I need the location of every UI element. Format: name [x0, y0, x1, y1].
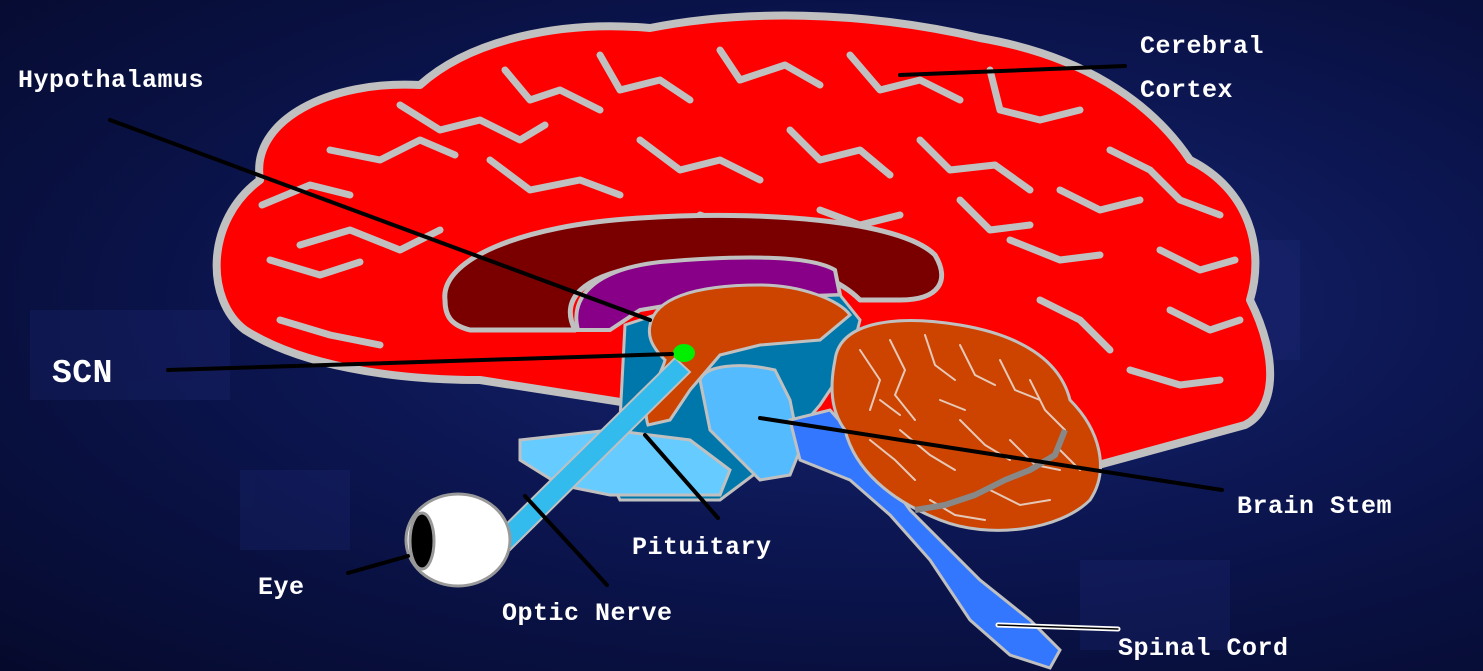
label-brain-stem: Brain Stem: [1237, 492, 1392, 522]
label-scn: SCN: [52, 356, 113, 392]
label-eye: Eye: [258, 573, 305, 603]
label-cerebral-cortex-1: Cerebral: [1140, 32, 1264, 62]
eye-leader: [348, 556, 408, 573]
label-optic-nerve: Optic Nerve: [502, 599, 673, 629]
label-spinal-cord: Spinal Cord: [1118, 634, 1289, 664]
label-cerebral-cortex-2: Cortex: [1140, 76, 1233, 106]
eye-pupil: [410, 513, 434, 569]
label-pituitary: Pituitary: [632, 533, 772, 563]
scn-dot: [673, 344, 695, 362]
label-hypothalamus: Hypothalamus: [18, 66, 204, 96]
optic-nerve-leader: [525, 496, 607, 585]
